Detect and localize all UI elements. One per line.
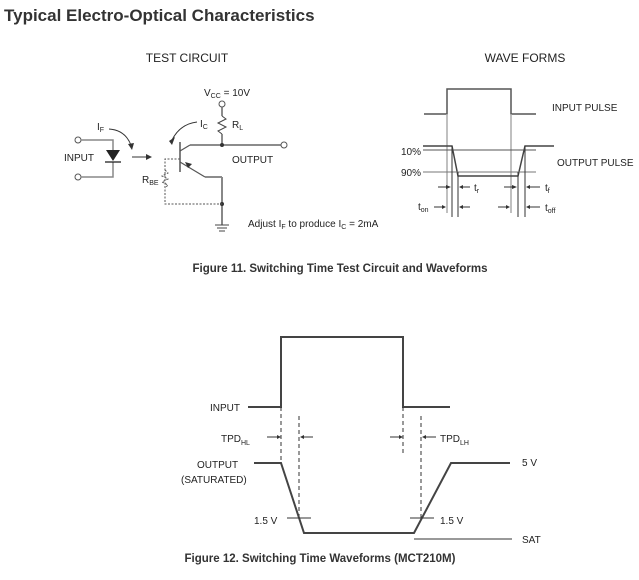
level-1p5-left-label: 1.5 V — [254, 516, 278, 527]
if-arrow-icon — [108, 128, 132, 146]
fig12-output-trace — [254, 462, 510, 534]
led-diode-icon — [106, 150, 120, 161]
page-title: Typical Electro-Optical Characteristics — [4, 6, 315, 25]
fig12-input-trace — [248, 336, 450, 408]
input-terminal-top[interactable] — [74, 136, 82, 144]
sat-level-label: SAT — [522, 535, 541, 546]
rl-label: RL — [232, 120, 243, 132]
rbe-dashed-path — [164, 158, 222, 205]
input-pulse-label: INPUT PULSE — [552, 103, 618, 114]
rl-resistor — [216, 115, 228, 135]
tpd-lh-label: TPDLH — [440, 434, 469, 447]
input-pulse-trace — [424, 88, 536, 115]
input-terminal-bottom[interactable] — [74, 173, 82, 181]
figure12-waveforms: INPUT TPDHL TPDLH OUTPUT (SATURATED) 5 V… — [181, 336, 541, 546]
figure11-caption: Figure 11. Switching Time Test Circuit a… — [192, 263, 488, 275]
fig12-output-label: OUTPUT — [197, 460, 238, 471]
input-label: INPUT — [64, 153, 94, 164]
ton-label: ton — [418, 202, 429, 214]
collector-junction — [220, 143, 224, 147]
fig12-output-sublabel: (SATURATED) — [181, 475, 247, 486]
adjust-note: Adjust IF to produce IC = 2mA — [248, 219, 379, 231]
vcc-terminal — [218, 100, 226, 108]
ic-arrow-icon — [171, 121, 198, 141]
waveforms: WAVE FORMS INPUT PULSE 10% 90% OUTPUT PU… — [401, 51, 634, 217]
output-terminal[interactable] — [280, 141, 288, 149]
fig12-input-label: INPUT — [210, 403, 240, 414]
waveforms-heading: WAVE FORMS — [485, 51, 566, 65]
high-level-label: 5 V — [522, 458, 537, 469]
output-label: OUTPUT — [232, 155, 273, 166]
level-90-label: 90% — [401, 168, 421, 179]
if-label: IF — [97, 122, 104, 134]
vcc-label: VCC = 10V — [204, 88, 250, 100]
toff-label: toff — [545, 203, 555, 215]
level-1p5-right-label: 1.5 V — [440, 516, 464, 527]
rbe-label: RBE — [142, 175, 159, 187]
rbe-resistor — [160, 169, 170, 189]
test-circuit: TEST CIRCUIT VCC = 10V RL OUTPUT RBE — [64, 51, 379, 232]
emitter-arrow-icon — [185, 162, 192, 168]
ic-label: IC — [200, 119, 208, 131]
test-circuit-heading: TEST CIRCUIT — [146, 51, 229, 65]
tpd-hl-label: TPDHL — [221, 434, 250, 447]
tf-label: tf — [545, 183, 550, 195]
output-pulse-label: OUTPUT PULSE — [557, 158, 634, 169]
level-10-label: 10% — [401, 147, 421, 158]
tr-label: tr — [474, 183, 480, 195]
figure12-caption: Figure 12. Switching Time Waveforms (MCT… — [184, 553, 456, 565]
output-pulse-trace — [423, 145, 554, 177]
